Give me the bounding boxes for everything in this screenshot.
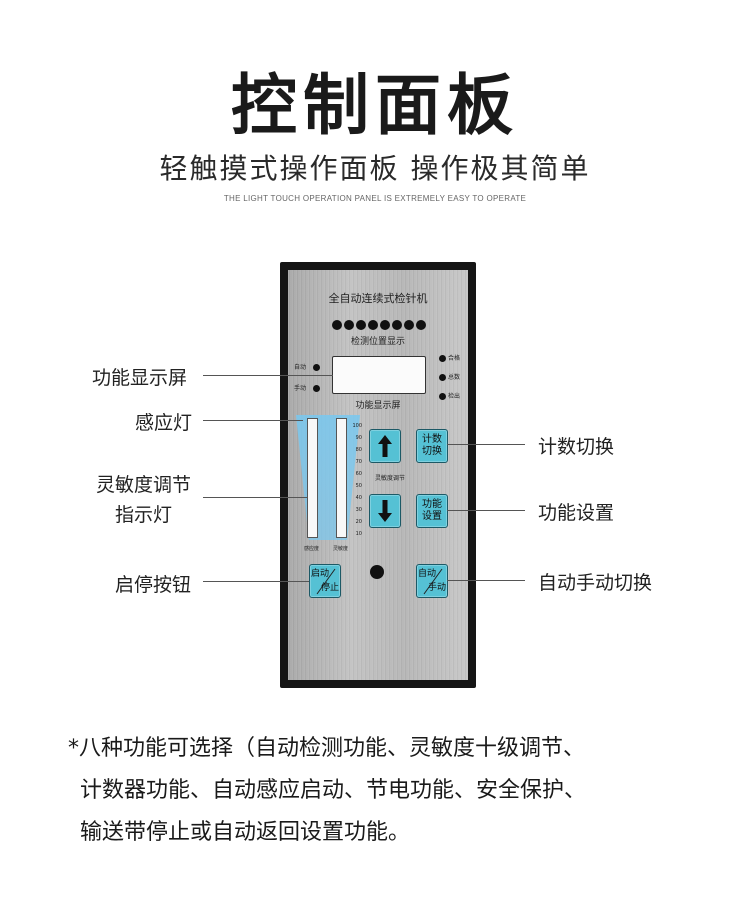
callout-line bbox=[447, 580, 525, 581]
manual-label: 手动 bbox=[427, 583, 446, 593]
sensitivity-level-bar bbox=[336, 418, 347, 538]
slash-divider-icon bbox=[316, 568, 336, 595]
scale-tick: 30 bbox=[355, 507, 362, 513]
function-set-button[interactable]: 功能 设置 bbox=[416, 494, 448, 528]
auto-manual-button[interactable]: 自动 手动 bbox=[416, 564, 448, 598]
panel-title: 全自动连续式检针机 bbox=[328, 292, 428, 305]
feature-line: *八种功能可选择（自动检测功能、灵敏度十级调节、 bbox=[68, 736, 586, 761]
page-subtitle-english: THE LIGHT TOUCH OPERATION PANEL IS EXTRE… bbox=[223, 194, 527, 203]
detection-led bbox=[380, 320, 390, 330]
scale-tick: 60 bbox=[355, 471, 362, 477]
feature-line: 输送带停止或自动返回设置功能。 bbox=[80, 820, 411, 845]
scale-tick: 10 bbox=[355, 531, 362, 537]
callout-sensitivity-1: 灵敏度调节 bbox=[96, 474, 192, 496]
count-switch-button[interactable]: 计数 切换 bbox=[416, 429, 448, 463]
manual-mode-led bbox=[313, 385, 320, 392]
indicator-hole bbox=[370, 565, 384, 579]
sensitivity-up-button[interactable] bbox=[369, 429, 401, 463]
callout-line bbox=[447, 510, 525, 511]
detection-led bbox=[344, 320, 354, 330]
stop-label: 停止 bbox=[320, 583, 339, 593]
callout-function-set: 功能设置 bbox=[538, 502, 615, 524]
meter-scale: 100 90 80 70 60 50 40 30 20 10 bbox=[348, 420, 362, 540]
start-stop-button[interactable]: 启动 停止 bbox=[309, 564, 341, 598]
detection-position-label: 检测位置显示 bbox=[350, 337, 405, 347]
count-switch-label-1: 计数 bbox=[422, 434, 442, 445]
page-title: 控制面板 bbox=[231, 67, 519, 144]
callout-display: 功能显示屏 bbox=[92, 367, 188, 389]
callout-count-switch: 计数切换 bbox=[538, 436, 615, 458]
slash-divider-icon bbox=[423, 568, 443, 595]
feature-line: 计数器功能、自动感应启动、节电功能、安全保护、 bbox=[80, 778, 587, 803]
pass-led bbox=[439, 355, 446, 362]
callout-auto-manual: 自动手动切换 bbox=[538, 572, 653, 594]
callout-sensor-light: 感应灯 bbox=[135, 412, 193, 434]
callout-line bbox=[447, 444, 525, 445]
total-label: 总数 bbox=[448, 374, 461, 381]
pass-label: 合格 bbox=[448, 355, 461, 362]
start-label: 启动 bbox=[311, 569, 330, 579]
scale-tick: 20 bbox=[355, 519, 362, 525]
count-switch-label-2: 切换 bbox=[422, 446, 442, 457]
scale-tick: 90 bbox=[355, 435, 362, 441]
callout-start-stop: 启停按钮 bbox=[115, 574, 192, 596]
arrow-down-icon bbox=[378, 500, 392, 522]
detection-led bbox=[416, 320, 426, 330]
detection-led bbox=[368, 320, 378, 330]
scale-tick: 50 bbox=[355, 483, 362, 489]
sensitivity-meter-label: 灵敏度 bbox=[333, 546, 349, 552]
scale-tick: 40 bbox=[355, 495, 362, 501]
callout-line bbox=[203, 375, 333, 376]
feature-list: *八种功能可选择（自动检测功能、灵敏度十级调节、 计数器功能、自动感应启动、节电… bbox=[68, 728, 728, 854]
page-subtitle: 轻触摸式操作面板 操作极其简单 bbox=[159, 152, 591, 185]
detection-led bbox=[356, 320, 366, 330]
detection-led bbox=[392, 320, 402, 330]
auto-label: 自动 bbox=[418, 569, 437, 579]
function-set-label-1: 功能 bbox=[422, 499, 442, 510]
function-display-screen bbox=[332, 356, 426, 394]
function-set-label-2: 设置 bbox=[422, 511, 442, 522]
callout-line bbox=[203, 497, 307, 498]
detection-led bbox=[332, 320, 342, 330]
detection-position-leds bbox=[332, 320, 426, 330]
out-led bbox=[439, 393, 446, 400]
sensor-meter-label: 感应度 bbox=[304, 546, 320, 552]
out-label: 检出 bbox=[448, 393, 461, 400]
sensitivity-down-button[interactable] bbox=[369, 494, 401, 528]
manual-mode-label: 手动 bbox=[294, 385, 307, 392]
sensitivity-adjust-label: 灵敏度调节 bbox=[374, 475, 405, 482]
detection-led bbox=[404, 320, 414, 330]
callout-line bbox=[203, 581, 309, 582]
scale-tick: 80 bbox=[355, 447, 362, 453]
auto-mode-label: 自动 bbox=[294, 364, 307, 371]
auto-mode-led bbox=[313, 364, 320, 371]
callout-sensitivity-2: 指示灯 bbox=[115, 504, 173, 526]
callout-line bbox=[203, 420, 303, 421]
function-display-label: 功能显示屏 bbox=[355, 401, 401, 411]
total-led bbox=[439, 374, 446, 381]
scale-tick: 70 bbox=[355, 459, 362, 465]
sensor-level-bar bbox=[307, 418, 318, 538]
scale-tick: 100 bbox=[352, 423, 362, 429]
arrow-up-icon bbox=[378, 435, 392, 457]
